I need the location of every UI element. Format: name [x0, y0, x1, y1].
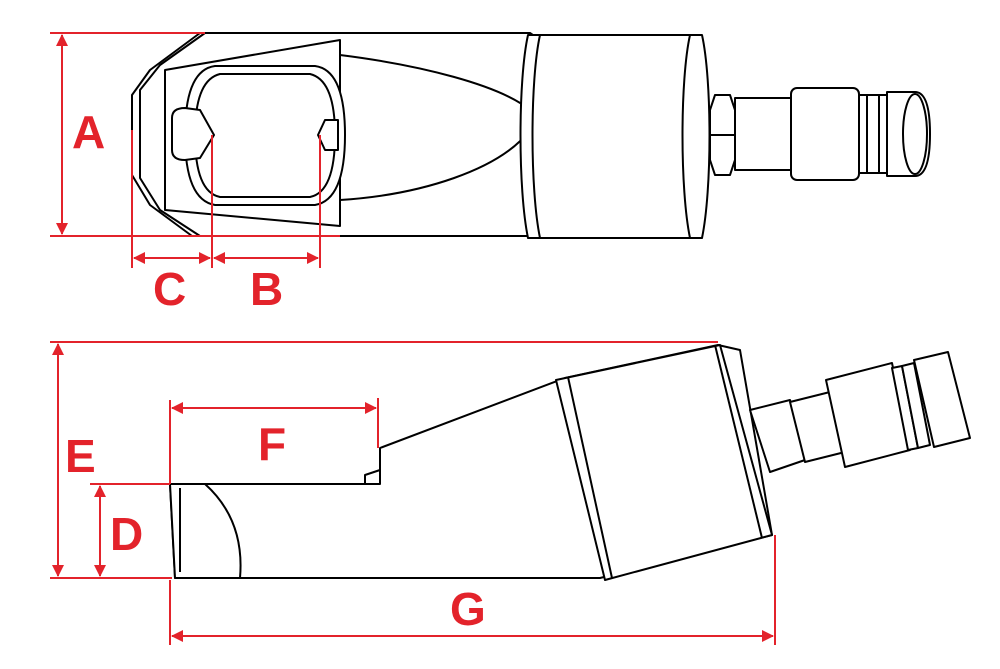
anvil-notch — [317, 119, 339, 151]
coupler-tip-face — [902, 93, 928, 175]
chisel-blade — [171, 107, 215, 161]
label-a: A — [72, 106, 105, 158]
label-d: D — [110, 508, 143, 560]
label-c: C — [153, 263, 186, 315]
label-f: F — [258, 418, 286, 470]
side-cylinder — [555, 344, 773, 581]
side-step — [364, 469, 381, 485]
label-g: G — [450, 583, 486, 635]
fitting-collar — [790, 87, 860, 181]
cylinder-ring-right — [681, 34, 691, 239]
nut-aperture — [184, 65, 346, 206]
dimension-labels: A C B E D F G — [65, 106, 486, 635]
fitting-ring-1 — [858, 94, 868, 174]
dimensions — [50, 32, 776, 645]
label-e: E — [65, 430, 96, 482]
side-cylinder-ring-right — [714, 344, 763, 539]
cylinder-housing — [519, 34, 711, 239]
cylinder-ring-left — [531, 34, 541, 239]
body-taper-curve — [339, 54, 531, 111]
side-ring-2 — [901, 362, 931, 449]
nut-splitter-top-view — [131, 32, 931, 239]
side-coupler-tip — [913, 351, 971, 448]
coupler-tip — [886, 91, 931, 177]
fitting-shaft — [734, 97, 792, 171]
head-bevel-line — [139, 32, 206, 237]
side-blade — [169, 483, 242, 579]
side-cylinder-ring-left — [567, 376, 613, 579]
fitting-ring-2 — [866, 94, 880, 174]
nut-splitter-side-view — [169, 344, 971, 581]
fitting-ring-3 — [878, 94, 888, 174]
label-b: B — [250, 263, 283, 315]
body-taper-curve-lower — [339, 129, 531, 201]
